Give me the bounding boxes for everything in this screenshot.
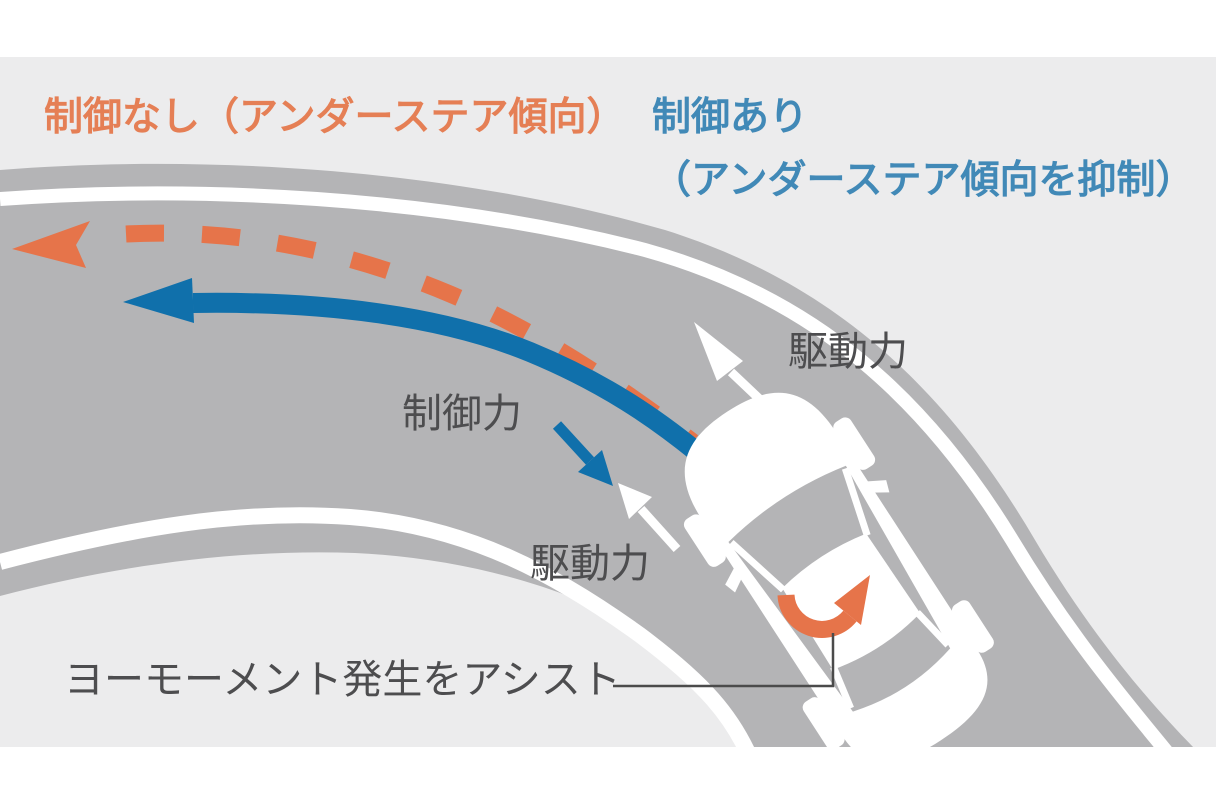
yaw-moment-arrow (777, 575, 870, 638)
controlled-path-arrowhead-icon (123, 278, 194, 323)
control-force-arrowhead-icon (578, 450, 613, 486)
driving-force-outer-shaft (727, 368, 810, 447)
wheel-rear-left (802, 697, 845, 747)
no-control-path-dashes (125, 224, 699, 449)
label-driving-force-inner: 駆動力 (530, 542, 650, 586)
driving-force-outer-arrowhead-icon (694, 322, 743, 381)
no-control-path-arrow (12, 221, 699, 449)
wheel-front-right (833, 417, 876, 470)
control-force-arrow (552, 421, 613, 486)
car-top-view (677, 392, 1001, 747)
label-yaw-assist: ヨーモーメント発生をアシスト (64, 658, 621, 702)
yaw-moment-arrowhead-icon (834, 575, 870, 625)
title-no-control: 制御なし（アンダーステア傾向） (44, 96, 626, 139)
driving-force-arrow-inner (618, 483, 681, 553)
car-mirror-left (725, 566, 744, 593)
control-force-shaft (552, 421, 595, 465)
title-with-control-line1: 制御あり (652, 96, 809, 139)
yaw-moment-arc (777, 594, 857, 638)
yaw-label-connector-line (613, 633, 835, 688)
title-with-control: 制御あり （アンダーステア傾向を抑制） (652, 86, 1195, 212)
car-mirror-right (865, 480, 890, 493)
controlled-path-shaft (192, 292, 704, 460)
title-with-control-line2: （アンダーステア傾向を抑制） (652, 159, 1195, 202)
driving-force-arrow-outer (694, 322, 810, 447)
wheel-front-left (683, 514, 726, 567)
car-pillars (728, 467, 951, 710)
road-outer-edge-line (0, 186, 1172, 747)
label-driving-force-outer: 駆動力 (788, 330, 908, 374)
controlled-path-arrow (123, 278, 704, 460)
driving-force-inner-arrowhead-icon (618, 483, 652, 519)
driving-force-inner-shaft (637, 505, 681, 553)
no-control-arrowhead-icon (12, 221, 90, 268)
wheel-rear-right (951, 600, 994, 653)
label-control-force: 制御力 (402, 392, 522, 436)
